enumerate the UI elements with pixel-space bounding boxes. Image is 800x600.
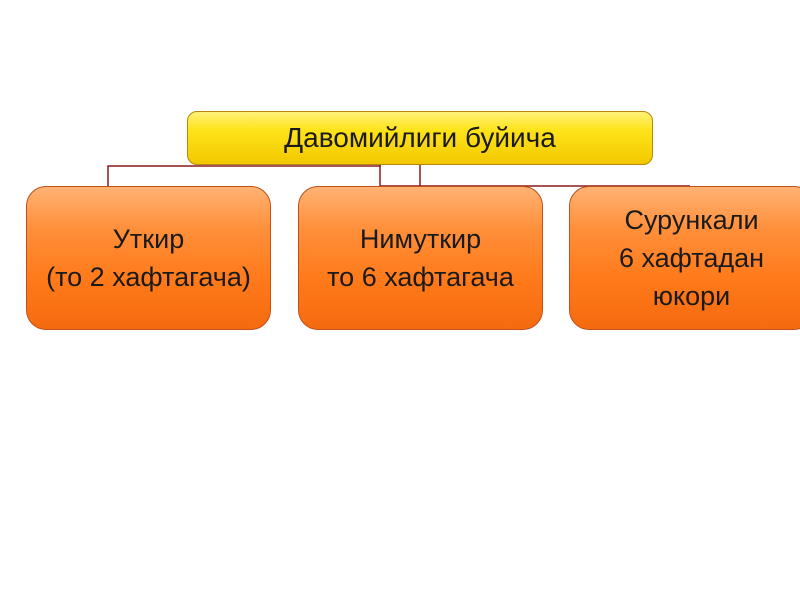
child-node-subacute-line-1: Нимуткир — [359, 224, 482, 254]
child-node-chronic-line-1: Сурункали — [624, 205, 759, 235]
child-node-chronic-line-3: юкори — [652, 281, 731, 311]
child-node-acute-line-2: (то 2 хафтагача) — [46, 262, 251, 292]
child-node-subacute-line-2: то 6 хафтагача — [327, 262, 514, 292]
child-node-chronic: Сурункали 6 хафтадан юкори — [569, 186, 800, 330]
root-node: Давомийлиги буйича — [187, 111, 653, 165]
connector-to-child-1 — [107, 165, 381, 186]
child-node-subacute: Нимуткир то 6 хафтагача — [298, 186, 543, 330]
child-node-chronic-line-2: 6 хафтадан — [618, 243, 765, 273]
root-node-label: Давомийлиги буйича — [284, 122, 556, 153]
connector-to-child-3 — [419, 165, 690, 187]
child-node-acute: Уткир (то 2 хафтагача) — [26, 186, 271, 330]
child-node-acute-line-1: Уткир — [112, 224, 185, 254]
